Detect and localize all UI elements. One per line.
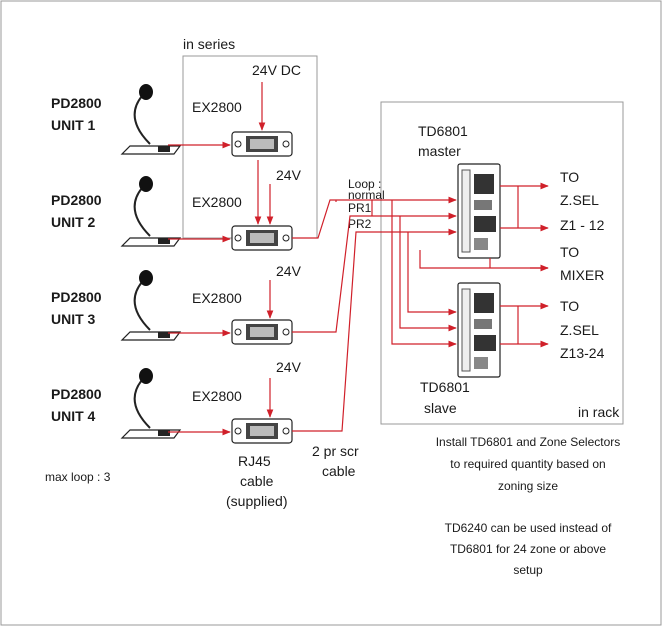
- ex2800-4-device: [231, 418, 293, 444]
- out-top-1: TO: [560, 169, 579, 185]
- unit3-label: UNIT 3: [51, 311, 96, 327]
- max-loop-label: max loop : 3: [45, 470, 111, 484]
- microphone-unit4-icon: [121, 367, 181, 439]
- microphone-unit2-icon: [121, 175, 181, 247]
- branch-pr2-slave: [407, 232, 457, 316]
- microphone-unit1-icon: [121, 83, 181, 155]
- power-4-label: 24V: [276, 359, 302, 375]
- out-bottom-1: TO: [560, 298, 579, 314]
- rack-box: [380, 101, 624, 425]
- unit1-label: UNIT 1: [51, 117, 96, 133]
- pr2-label: PR2: [348, 217, 372, 231]
- pr-scr-label-2: cable: [322, 463, 356, 479]
- out-mixer-2: MIXER: [560, 267, 604, 283]
- power-3-label: 24V: [276, 263, 302, 279]
- out-top-3: Z1 - 12: [560, 217, 605, 233]
- pr1-wire: [292, 212, 457, 333]
- power-1-label: 24V DC: [252, 62, 301, 78]
- pr1-label: PR1: [348, 201, 372, 215]
- unit2-label: UNIT 2: [51, 214, 96, 230]
- in-rack-label: in rack: [578, 404, 620, 420]
- install-note-3: zoning size: [498, 479, 558, 493]
- microphone-unit3-icon: [121, 269, 181, 341]
- td-slave-model: TD6801: [420, 379, 470, 395]
- out-bottom-2: Z.SEL: [560, 322, 599, 338]
- ex2800-2-label: EX2800: [192, 194, 242, 210]
- install-note-1: Install TD6801 and Zone Selectors: [436, 435, 621, 449]
- ex2800-2-device: [231, 225, 293, 251]
- branch-loop-slave: [391, 200, 457, 348]
- td6240-note-2: TD6801 for 24 zone or above: [450, 542, 606, 556]
- td6240-note-3: setup: [513, 563, 543, 577]
- td6801-master-device: [457, 163, 501, 259]
- in-series-label: in series: [183, 36, 235, 52]
- td-master-model: TD6801: [418, 123, 468, 139]
- ex2800-4-label: EX2800: [192, 388, 242, 404]
- td-slave-label: slave: [424, 400, 457, 416]
- rj45-label-1: RJ45: [238, 453, 271, 469]
- ex2800-3-device: [231, 319, 293, 345]
- rj45-label-2: cable: [240, 473, 274, 489]
- pr-scr-label-1: 2 pr scr: [312, 443, 359, 459]
- ex2800-1-device: [231, 131, 293, 157]
- branch-pr1-slave: [399, 216, 457, 332]
- td-master-label: master: [418, 143, 461, 159]
- out-top-2: Z.SEL: [560, 192, 599, 208]
- ex2800-1-label: EX2800: [192, 99, 242, 115]
- loop-normal-wire: [292, 196, 457, 239]
- ex2800-3-label: EX2800: [192, 290, 242, 306]
- pr2-wire: [292, 228, 457, 432]
- rj45-label-3: (supplied): [226, 493, 287, 509]
- unit4-label: UNIT 4: [51, 408, 96, 424]
- power-2-label: 24V: [276, 167, 302, 183]
- unit2-model: PD2800: [51, 192, 102, 208]
- unit4-model: PD2800: [51, 386, 102, 402]
- mixer-wire: [419, 250, 548, 269]
- loop-label-1: Loop :: [348, 177, 381, 191]
- install-note-2: to required quantity based on: [450, 457, 605, 471]
- loop-label-2: normal: [348, 188, 385, 202]
- td6240-note-1: TD6240 can be used instead of: [445, 521, 612, 535]
- unit3-model: PD2800: [51, 289, 102, 305]
- out-bottom-3: Z13-24: [560, 345, 605, 361]
- td6801-slave-device: [457, 282, 501, 378]
- unit1-model: PD2800: [51, 95, 102, 111]
- out-mixer-1: TO: [560, 244, 579, 260]
